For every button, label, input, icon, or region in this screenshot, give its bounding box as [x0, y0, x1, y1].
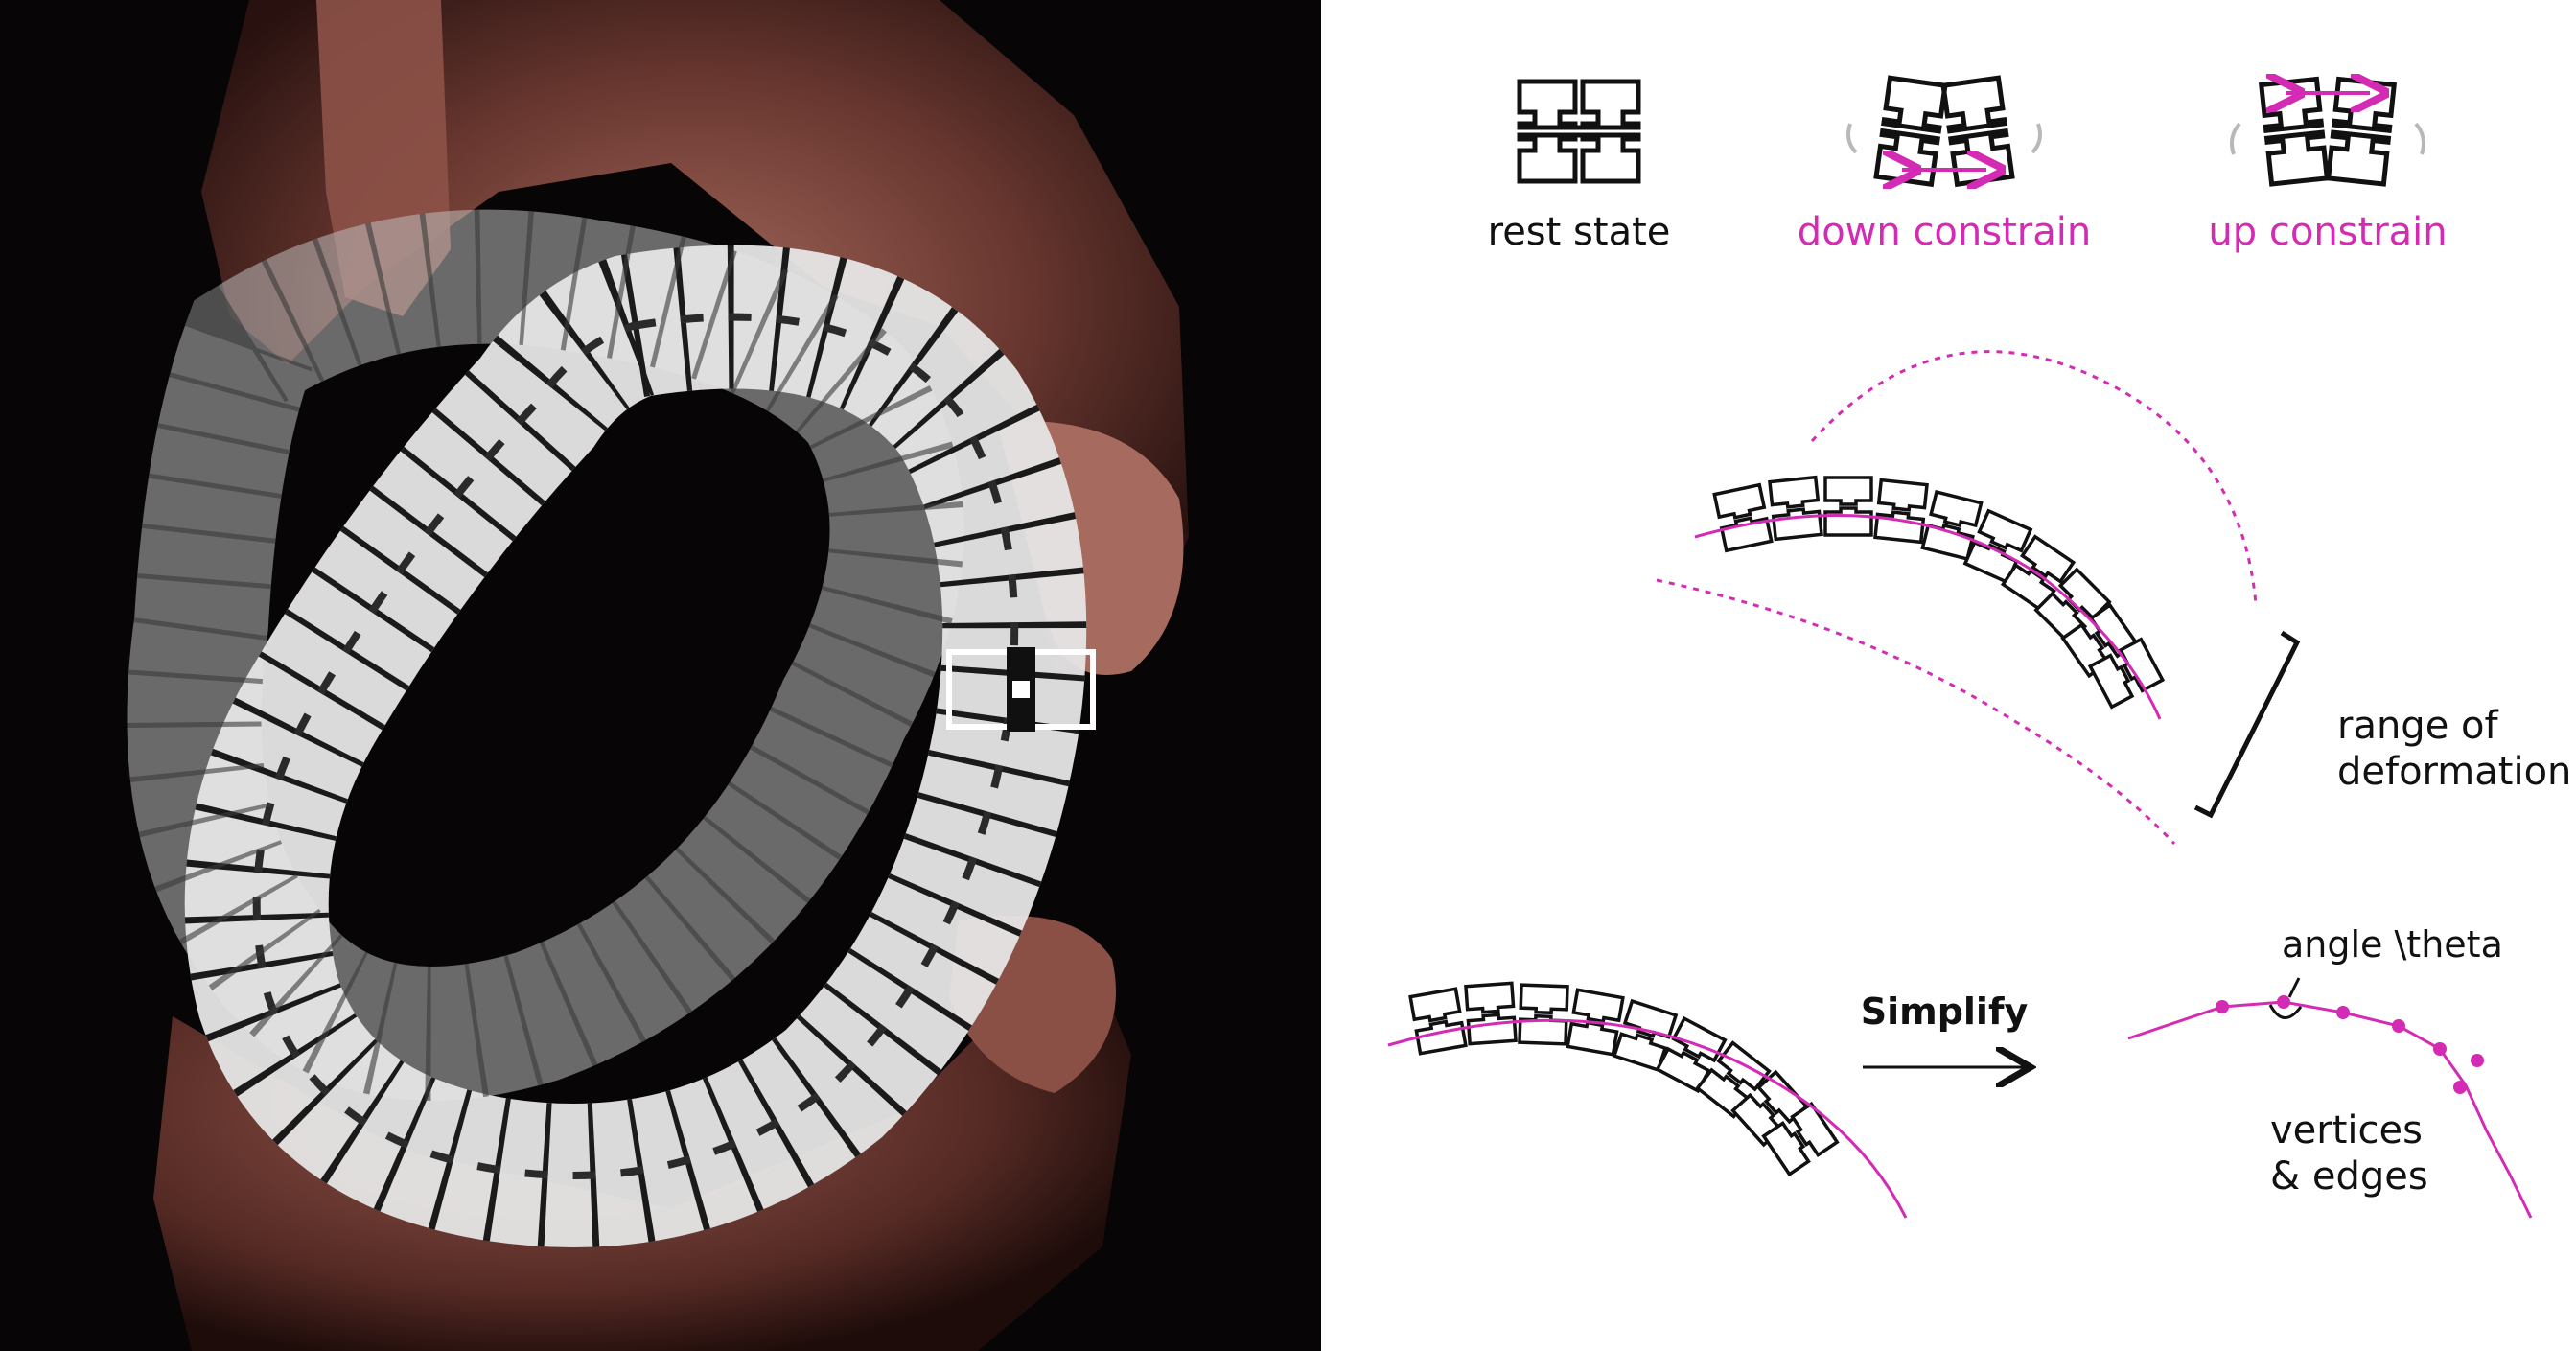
bottom-spine	[1387, 1018, 1908, 1219]
chain-unit	[1873, 478, 1929, 545]
middle-chain	[1712, 475, 2166, 710]
down-constrain-icon	[1846, 75, 2042, 184]
range-label-line2: deformation	[2337, 750, 2571, 794]
vertices-label-line1: vertices	[2270, 1108, 2423, 1153]
vertex	[2216, 1000, 2229, 1013]
rest-state-icon	[1517, 79, 1641, 184]
lower-hand	[153, 940, 1131, 1351]
middle-spine	[1694, 514, 2162, 720]
chain-unit	[2087, 637, 2166, 710]
vertices	[2216, 995, 2484, 1094]
chain-unit	[1408, 987, 1468, 1056]
chain-unit	[1768, 475, 1823, 542]
range-upper-dotted	[1810, 350, 2258, 605]
chain-unit	[1823, 476, 1873, 537]
upper-hand	[201, 0, 1189, 671]
vertex	[2433, 1042, 2447, 1056]
vertices-label: vertices & edges	[2270, 1108, 2435, 1199]
main-ring-spine	[252, 313, 1019, 1179]
legend-rest-label: rest state	[1488, 210, 1671, 254]
vertex	[2453, 1081, 2467, 1094]
vertex	[2392, 1019, 2405, 1033]
range-label: range of deformation	[2337, 704, 2571, 794]
angle-arc	[2268, 1004, 2303, 1019]
chain-unit	[1761, 1101, 1840, 1177]
range-bracket	[2193, 630, 2301, 819]
vertex	[2336, 1006, 2350, 1019]
legend-down-label: down constrain	[1798, 210, 2091, 254]
chain-unit	[1518, 983, 1569, 1046]
chain-unit	[1464, 981, 1518, 1046]
angle-leader	[2287, 977, 2301, 998]
photo-hands-chain-ring	[0, 0, 1321, 1351]
simplify-label: Simplify	[1861, 990, 2029, 1033]
legend-up-label: up constrain	[2208, 210, 2447, 254]
ghost-ring-slots	[127, 209, 964, 1101]
range-label-line1: range of	[2337, 704, 2498, 748]
up-constrain-icon	[2230, 79, 2425, 187]
chain-unit	[1566, 988, 1625, 1057]
vertices-label-line2: & edges	[2270, 1154, 2428, 1199]
chain-unit	[1712, 482, 1774, 553]
angle-label: angle \theta	[2282, 923, 2503, 966]
highlighted-unit	[946, 647, 1096, 732]
vertex	[2471, 1054, 2484, 1067]
vertex	[2277, 995, 2290, 1009]
diagram-panel: rest state down constrain	[1321, 0, 2576, 1351]
bottom-chain	[1408, 981, 1840, 1177]
simplified-polyline	[2127, 1000, 2533, 1219]
